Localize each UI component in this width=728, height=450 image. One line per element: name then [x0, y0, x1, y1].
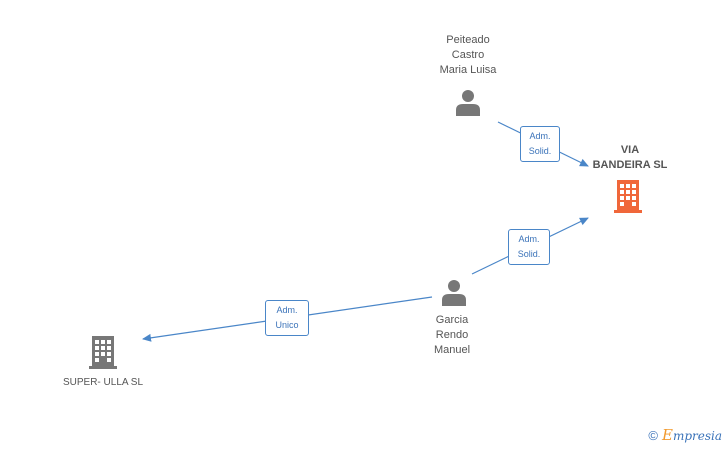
role-badge-garcia-via: Adm. Solid. — [508, 229, 550, 265]
brand-footer[interactable]: ©Empresia — [648, 426, 722, 444]
person-icon[interactable] — [440, 278, 468, 306]
person-label-garcia[interactable]: Garcia Rendo Manuel — [433, 314, 471, 356]
person-icon[interactable] — [454, 88, 482, 116]
brand-logo-text: mpresia — [672, 429, 722, 443]
brand-logo-initial: E — [661, 426, 673, 444]
building-icon[interactable] — [86, 334, 120, 370]
person-label-peiteado[interactable]: Peiteado Castro Maria Luisa — [439, 34, 497, 76]
company-label-via-bandeira[interactable]: VIA BANDEIRA SL — [592, 144, 668, 171]
copyright-icon: © — [648, 428, 658, 443]
building-icon[interactable] — [611, 178, 645, 214]
role-badge-peiteado-via: Adm. Solid. — [520, 126, 560, 162]
role-badge-garcia-super: Adm. Unico — [265, 300, 309, 336]
company-label-super-ulla[interactable]: SUPER- ULLA SL — [62, 377, 144, 388]
